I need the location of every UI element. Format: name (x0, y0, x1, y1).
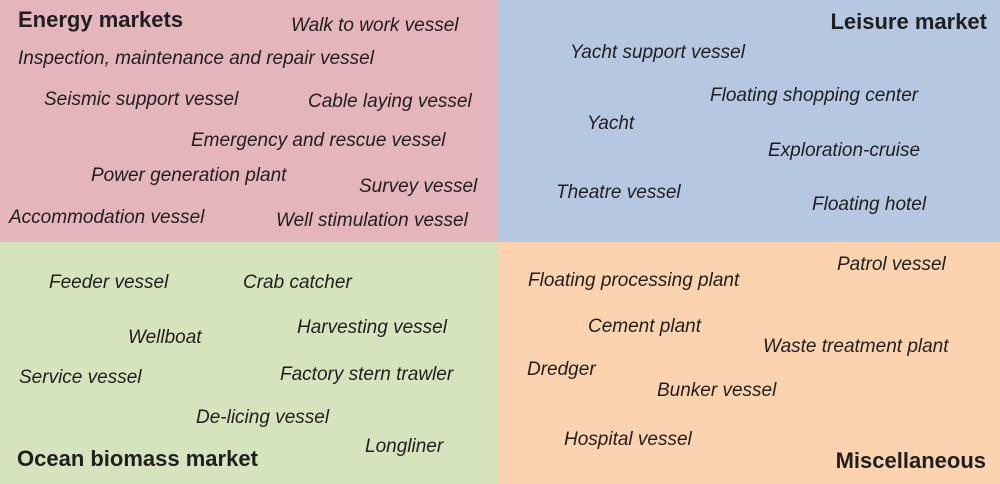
vessel-label: Theatre vessel (556, 182, 681, 203)
vessel-label: Factory stern trawler (280, 364, 454, 385)
vessel-label: Cable laying vessel (308, 91, 472, 112)
vessel-label: Survey vessel (359, 176, 478, 197)
vessel-label: De-licing vessel (196, 407, 330, 428)
vessel-label: Floating shopping center (710, 85, 919, 106)
vessel-label: Bunker vessel (657, 380, 777, 401)
vessel-label: Accommodation vessel (9, 207, 205, 228)
vessel-label: Feeder vessel (49, 272, 169, 293)
quadrant-energy-markets (0, 0, 497, 242)
vessel-label: Emergency and rescue vessel (191, 130, 446, 151)
vessel-label: Cement plant (588, 316, 702, 337)
vessel-label: Patrol vessel (837, 254, 946, 275)
vessel-label: Longliner (365, 436, 444, 457)
vessel-label: Dredger (527, 359, 596, 380)
quadrant-title-energy-markets: Energy markets (18, 7, 184, 32)
vessel-label: Crab catcher (243, 272, 352, 293)
vessel-label: Floating processing plant (528, 270, 740, 291)
vessel-label: Floating hotel (812, 194, 927, 215)
quadrant-title-leisure-market: Leisure market (830, 9, 987, 34)
vessel-label: Service vessel (19, 367, 142, 388)
vessel-label: Well stimulation vessel (276, 210, 468, 231)
quadrant-miscellaneous (497, 242, 1000, 484)
vessel-label: Yacht support vessel (570, 42, 745, 63)
vessel-label: Waste treatment plant (763, 336, 949, 357)
vessel-label: Exploration-cruise (768, 140, 921, 161)
vessel-label: Power generation plant (91, 165, 287, 186)
quadrant-title-ocean-biomass-market: Ocean biomass market (17, 446, 258, 471)
vessel-label: Yacht (587, 113, 635, 134)
vessel-label: Inspection, maintenance and repair vesse… (18, 48, 374, 69)
quadrant-ocean-biomass-market (0, 242, 497, 484)
vessel-label: Seismic support vessel (44, 89, 239, 110)
vessel-label: Harvesting vessel (297, 317, 447, 338)
vessel-label: Walk to work vessel (291, 15, 459, 36)
vessel-label: Hospital vessel (564, 429, 692, 450)
vessel-label: Wellboat (128, 327, 202, 348)
quadrant-leisure-market (497, 0, 1000, 242)
quadrant-title-miscellaneous: Miscellaneous (835, 448, 986, 473)
